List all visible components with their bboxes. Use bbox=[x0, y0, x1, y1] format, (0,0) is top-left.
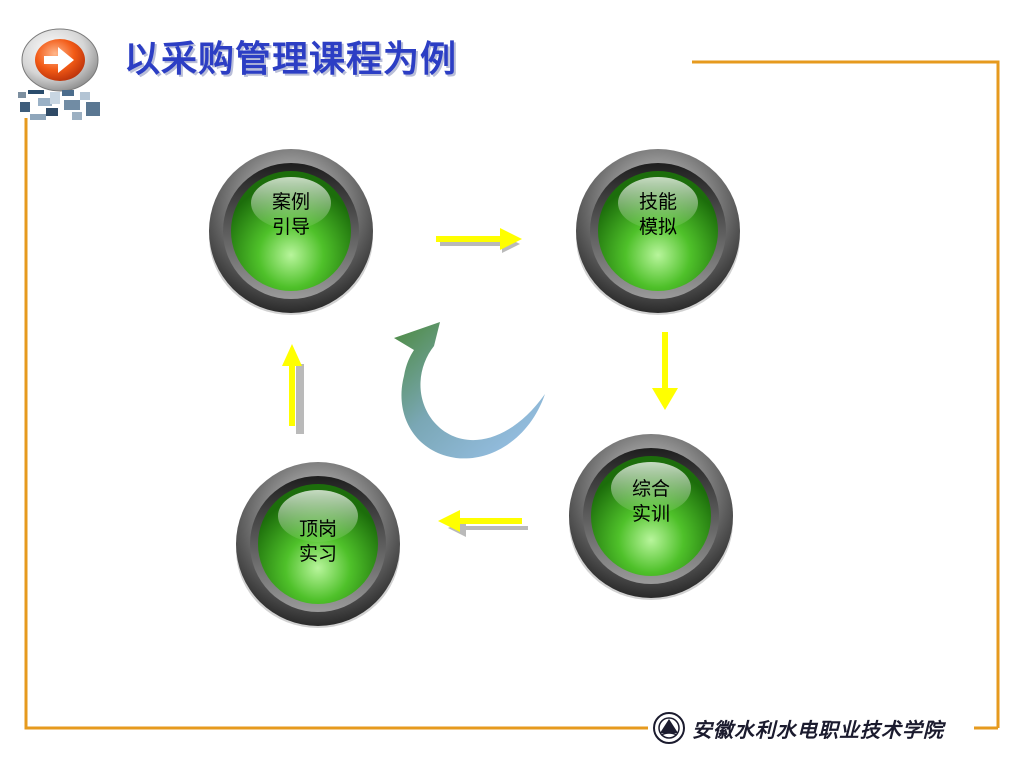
arrow-right-icon bbox=[436, 228, 522, 253]
node-case-guide: 案例 引导 bbox=[205, 145, 377, 317]
node-internship: 顶岗 实习 bbox=[232, 458, 404, 630]
node-label-line2: 实训 bbox=[631, 503, 670, 525]
page-title: 以采购管理课程为例 bbox=[124, 39, 458, 80]
arrow-down-icon bbox=[652, 332, 678, 410]
node-skill-simulation: 技能 模拟 bbox=[572, 145, 744, 317]
node-label-line1: 顶岗 bbox=[298, 518, 337, 540]
school-logo-icon bbox=[653, 712, 685, 744]
node-label-line1: 综合 bbox=[631, 478, 670, 500]
arrow-right-icon bbox=[21, 28, 99, 92]
node-label-line1: 案例 bbox=[271, 191, 310, 213]
node-label-line2: 模拟 bbox=[638, 216, 677, 238]
node-label-line2: 引导 bbox=[271, 216, 310, 238]
school-name: 安徽水利水电职业技术学院 bbox=[692, 717, 944, 742]
cycle-arrow-icon bbox=[394, 322, 545, 459]
arrow-left-icon bbox=[438, 510, 528, 537]
arrow-up-icon bbox=[282, 344, 304, 434]
node-label-line2: 实习 bbox=[298, 543, 337, 565]
decorative-noise bbox=[18, 90, 100, 120]
node-label-line1: 技能 bbox=[638, 191, 677, 213]
footer: 安徽水利水电职业技术学院 bbox=[652, 708, 944, 748]
node-comprehensive-training: 综合 实训 bbox=[565, 430, 737, 602]
